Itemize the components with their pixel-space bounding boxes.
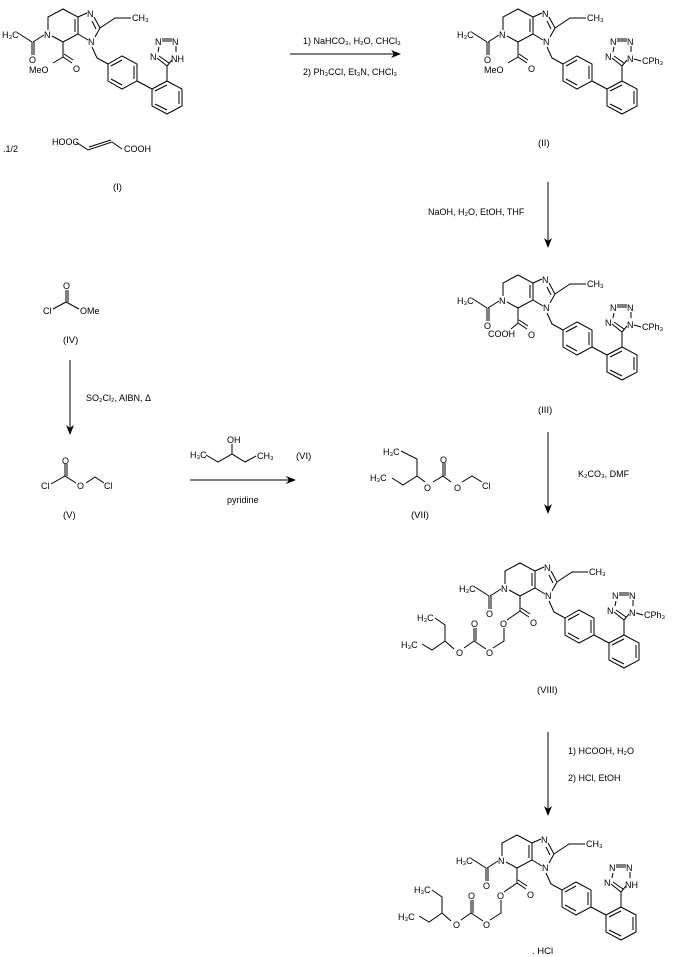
- compound-label-I: (I): [113, 182, 122, 193]
- atom-h3c: H₃C: [370, 473, 387, 483]
- compound-VIII: N CPh₃ (VIII): [400, 562, 666, 696]
- atom-o: O: [424, 483, 431, 493]
- salt-prefix: .1/2: [3, 144, 18, 154]
- atom-cl: Cl: [482, 481, 491, 491]
- compound-II: N CPh₃ MeO (II): [456, 8, 664, 149]
- atom-cl: Cl: [104, 481, 113, 491]
- atom-n: N: [627, 54, 634, 64]
- compound-label-VI: (VI): [296, 451, 311, 462]
- atom-ch3: CH₃: [257, 451, 274, 461]
- atom-hooc: HOOC: [52, 137, 80, 147]
- atom-ome: OMe: [80, 306, 100, 316]
- reagent-step1-line2: 2) Ph₃CCl, Et₃N, CHCl₃: [303, 67, 397, 77]
- compound-IV: Cl O OMe (IV): [43, 281, 100, 346]
- atom-h3c: H₃C: [383, 447, 400, 457]
- atom-cooh: COOH: [124, 144, 151, 154]
- reagent-step5: K₂CO₃, DMF: [578, 469, 630, 479]
- compound-label-VII: (VII): [411, 510, 429, 521]
- reagent-step2: NaOH, H₂O, EtOH, THF: [428, 207, 525, 217]
- salt-hcl: . HCl: [532, 946, 553, 957]
- compound-final: NH . HCl: [397, 834, 638, 957]
- atom-h3c: H₃C: [190, 450, 207, 460]
- atom-cl: Cl: [41, 481, 50, 491]
- reagent-step4: pyridine: [227, 495, 259, 505]
- atom-cph3: CPh₃: [644, 610, 666, 620]
- atom-nh: NH: [625, 880, 638, 890]
- compound-label-V: (V): [63, 510, 76, 521]
- compound-label-II: (II): [538, 138, 550, 149]
- atom-o: O: [440, 455, 447, 465]
- structure-I: [1, 8, 183, 115]
- atom-nh: NH: [171, 54, 184, 64]
- ester-chain-VIII: [400, 610, 521, 659]
- compound-V: Cl O O Cl (V): [41, 456, 113, 521]
- reagent-step6-line1: 1) HCOOH, H₂O: [568, 746, 634, 756]
- atom-oh: OH: [227, 435, 241, 445]
- compound-label-III: (III): [538, 405, 552, 416]
- atom-cph3: CPh₃: [642, 56, 664, 66]
- atom-cooh: COOH: [488, 329, 515, 339]
- structure-II: [456, 8, 638, 115]
- ester-chain-final: [397, 882, 518, 931]
- compound-I: NH MeO .1/2 HOOC COOH (I): [1, 8, 184, 193]
- reagent-step1-line1: 1) NaHCO₃, H₂O, CHCl₃: [303, 36, 401, 46]
- atom-meo: MeO: [29, 65, 49, 75]
- structure-III: [456, 274, 638, 381]
- atom-cph3: CPh₃: [642, 322, 664, 332]
- compound-III: N CPh₃ COOH (III): [456, 274, 664, 416]
- atom-o: O: [454, 483, 461, 493]
- reagent-step6-line2: 2) HCl, EtOH: [568, 773, 621, 783]
- atom-n: N: [629, 608, 636, 618]
- atom-cl: Cl: [43, 306, 52, 316]
- atom-meo: MeO: [484, 65, 504, 75]
- reagent-step3: SO₂Cl₂, AIBN, Δ: [86, 393, 151, 403]
- atom-o: O: [77, 481, 84, 491]
- compound-label-IV: (IV): [63, 335, 78, 346]
- atom-n: N: [627, 320, 634, 330]
- atom-o: O: [62, 456, 69, 466]
- compound-label-VIII: (VIII): [537, 685, 558, 696]
- atom-o: O: [63, 281, 70, 291]
- compound-VI: H₃C OH CH₃ (VI): [190, 435, 311, 463]
- compound-VII: H₃C H₃C O O O Cl (VII): [370, 447, 491, 521]
